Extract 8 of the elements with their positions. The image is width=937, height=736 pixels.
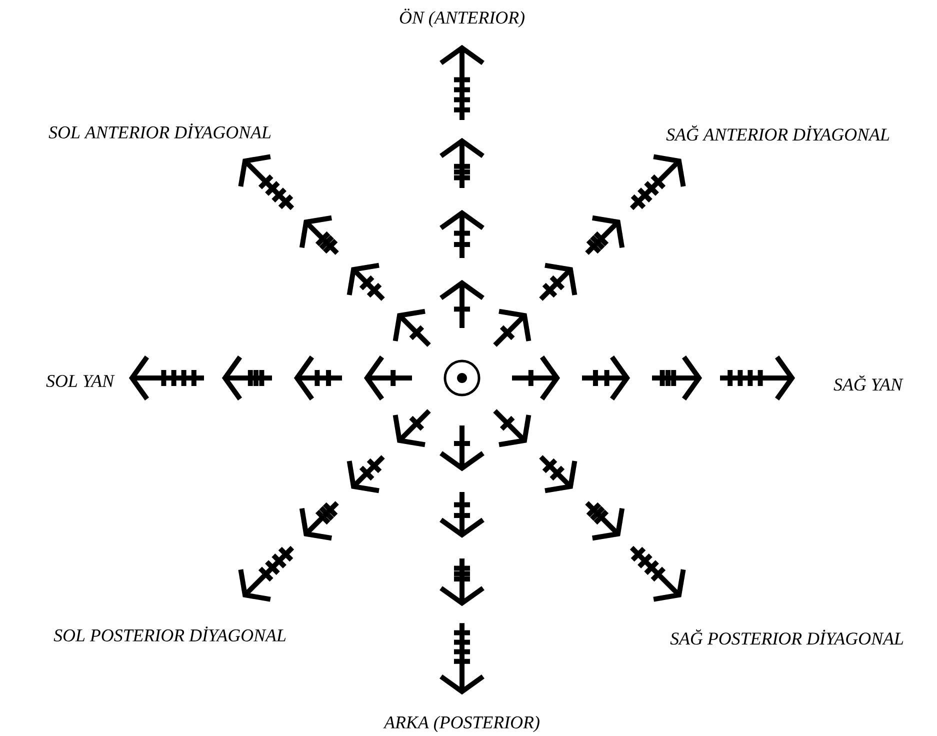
direction-label: ÖN (ANTERIOR) [400,8,524,28]
direction-label: SOL ANTERIOR DİYAGONAL [48,124,271,138]
direction-label: SOL YAN [46,374,115,388]
direction-label: ARKA (POSTERIOR) [383,716,540,732]
direction-label: SAĞ YAN [834,375,904,391]
direction-label: SAĞ POSTERIOR DİYAGONAL [670,629,904,645]
direction-label: SAĞ ANTERIOR DİYAGONAL [666,125,890,141]
direction-label: SOL POSTERIOR DİYAGONAL [54,626,286,642]
